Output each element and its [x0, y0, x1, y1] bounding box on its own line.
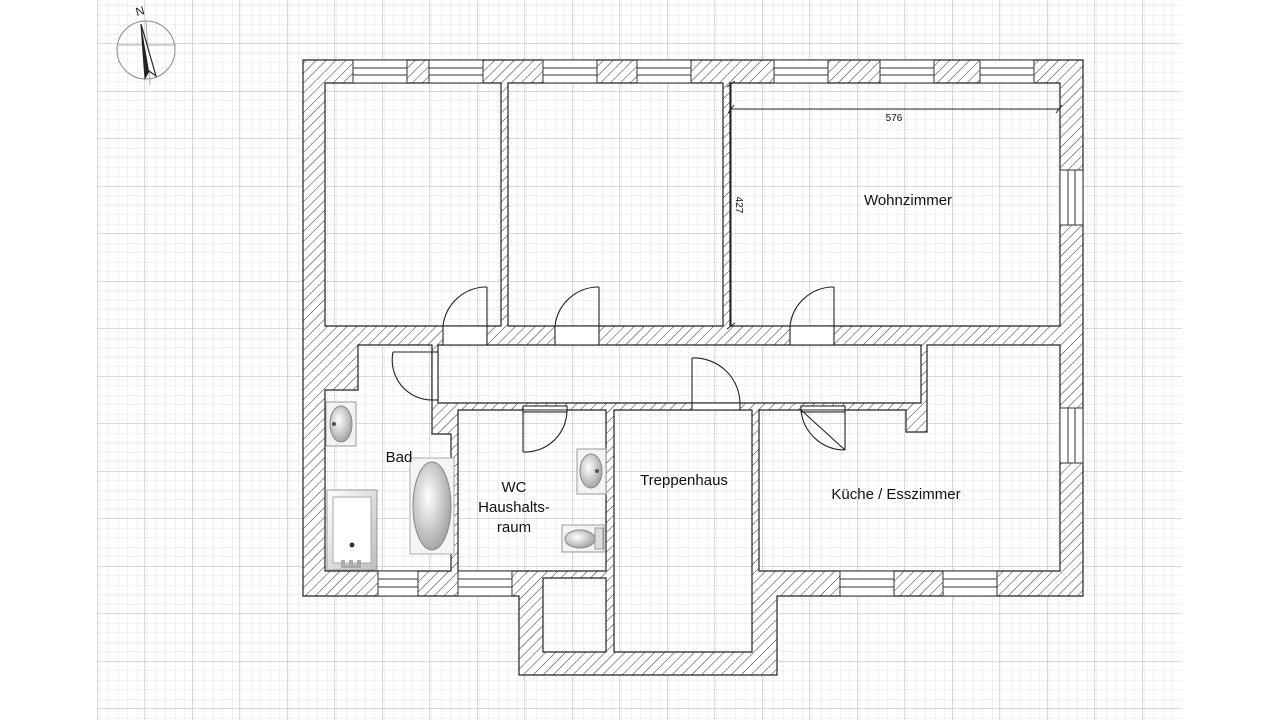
door-bad	[391, 351, 439, 401]
window	[377, 570, 419, 597]
window	[979, 59, 1035, 84]
window	[879, 59, 935, 84]
walls	[302, 59, 1084, 676]
door-wohnzimmer	[789, 286, 835, 346]
window	[1059, 407, 1084, 464]
dimension-width-label: 576	[886, 113, 903, 124]
windows	[352, 59, 1084, 597]
fixtures	[325, 401, 607, 571]
window	[636, 59, 692, 84]
doors	[391, 286, 846, 453]
room-label-bad: Bad	[386, 449, 413, 466]
room-label-wohnzimmer: Wohnzimmer	[864, 192, 952, 209]
window	[428, 59, 484, 84]
grid-background	[97, 0, 1182, 720]
room-label-wc-line3: raum	[497, 519, 531, 536]
wc-sink-icon	[576, 448, 607, 495]
north-arrow-icon	[116, 19, 176, 86]
window	[942, 570, 998, 597]
door-room-1	[442, 286, 488, 346]
door-wc	[522, 405, 568, 453]
dimension-height-label: 427	[733, 197, 744, 214]
window	[839, 570, 895, 597]
door-hallway	[691, 357, 741, 411]
window	[1059, 169, 1084, 226]
toilet-icon	[561, 524, 605, 553]
room-label-wc: WC	[502, 479, 527, 496]
dimension-height	[726, 80, 736, 330]
window	[352, 59, 408, 84]
window	[457, 570, 513, 597]
door-room-2	[554, 286, 600, 346]
room-label-kueche: Küche / Esszimmer	[831, 486, 960, 503]
compass-letter: N	[134, 3, 146, 19]
room-label-treppenhaus: Treppenhaus	[640, 472, 728, 489]
window	[773, 59, 829, 84]
window	[542, 59, 598, 84]
sink-icon	[325, 401, 357, 447]
door-kitchen	[800, 405, 846, 451]
shower-icon	[326, 489, 378, 571]
bathtub-icon	[409, 457, 455, 555]
room-label-wc-line2: Haushalts-	[478, 499, 550, 516]
